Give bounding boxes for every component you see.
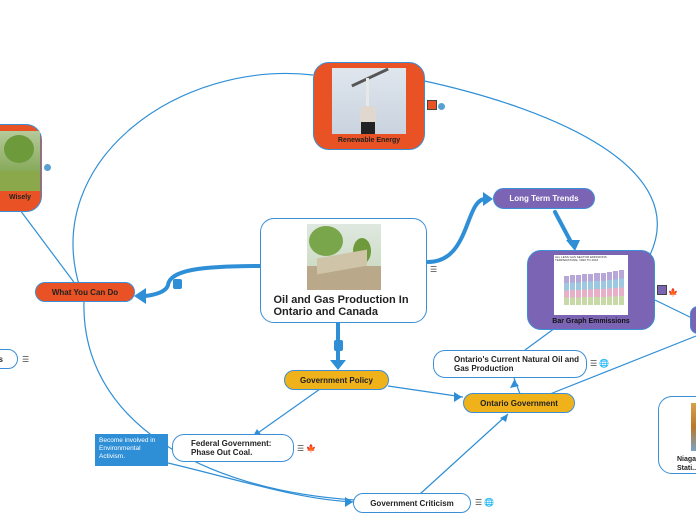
- link-wisely: [19, 209, 77, 286]
- what-you-can-do-label: What You Can Do: [51, 287, 119, 297]
- notes-icon[interactable]: ☰: [430, 265, 438, 274]
- niagara-label: Niaga... Stati...: [677, 456, 696, 472]
- link-bargraph-right: [654, 299, 696, 321]
- wisely-label: Wisely: [8, 194, 32, 201]
- globe-icon[interactable]: [44, 164, 51, 173]
- government-criticism-node[interactable]: Government Criticism: [353, 493, 471, 513]
- arrow-criticism-ontario: [500, 414, 508, 422]
- arrow-policy: [330, 360, 346, 370]
- link-renewable-whatyoucando: [72, 73, 314, 289]
- right-cutoff-purple-node[interactable]: [690, 306, 696, 334]
- nature-photo: [0, 131, 40, 191]
- link-policy-federal: [254, 388, 321, 436]
- field-photo: [306, 224, 381, 290]
- notes-icon[interactable]: ☰ 🌐: [590, 359, 610, 368]
- notes-icon[interactable]: ☰ 🍁: [297, 444, 317, 453]
- arrow-current: [510, 380, 519, 388]
- link-ontario-right: [549, 335, 696, 395]
- globe-icon: [438, 103, 445, 110]
- handle-policy: [334, 340, 343, 351]
- notes-icon[interactable]: 🍁: [657, 285, 678, 297]
- ontario-government-label: Ontario Government: [480, 398, 558, 408]
- bar-graph-emissions-node[interactable]: ALL LESS GAS SECTOR EMISSIONS TEMPERATUR…: [527, 250, 655, 330]
- link-policy-ontario: [387, 385, 464, 398]
- federal-government-label: Federal Government: Phase Out Coal.: [191, 439, 272, 457]
- renewable-energy-node[interactable]: Renewable Energy: [313, 62, 425, 150]
- note-text: Become involved in Environmental Activis…: [99, 437, 156, 460]
- niagara-node[interactable]: Niaga... Stati...: [658, 396, 696, 474]
- handle-whatyoucando: [173, 279, 182, 289]
- arrow-ontario: [454, 392, 462, 402]
- link-whatyoucando-criticism: [83, 299, 356, 501]
- bar-graph-label: Bar Graph Emmissions: [552, 318, 630, 325]
- ontario-current-production-node[interactable]: Ontario's Current Natural Oil and Gas Pr…: [433, 350, 587, 378]
- federal-government-node[interactable]: Federal Government: Phase Out Coal.: [172, 434, 294, 462]
- central-topic-node[interactable]: Oil and Gas Production In Ontario and Ca…: [260, 218, 427, 323]
- wisely-node[interactable]: Wisely: [0, 124, 42, 212]
- left-cutoff-label: s: [0, 354, 3, 364]
- government-policy-node[interactable]: Government Policy: [284, 370, 389, 390]
- link-renewable-bargraph: [419, 79, 658, 256]
- arrow-trends: [483, 192, 493, 206]
- ontario-government-node[interactable]: Ontario Government: [463, 393, 575, 413]
- link-current-bargraph: [524, 327, 556, 351]
- central-topic-title: Oil and Gas Production In Ontario and Ca…: [273, 294, 409, 318]
- niagara-photo: [691, 403, 696, 451]
- link-criticism-ontario: [419, 413, 509, 495]
- what-you-can-do-node[interactable]: What You Can Do: [35, 282, 135, 302]
- left-cutoff-node[interactable]: s: [0, 349, 18, 369]
- long-term-trends-node[interactable]: Long Term Trends: [493, 188, 595, 209]
- canada-flag-icon: 🍁: [306, 444, 317, 453]
- environmental-activism-note[interactable]: Become involved in Environmental Activis…: [95, 434, 168, 466]
- link-note-criticism: [167, 462, 356, 503]
- thick-link-trends: [426, 197, 487, 264]
- renewable-energy-label: Renewable Energy: [337, 137, 401, 144]
- arrow-bargraph: [566, 240, 580, 251]
- chart-thumb-title: ALL LESS GAS SECTOR EMISSIONS TEMPERATUR…: [555, 255, 607, 262]
- notes-icon[interactable]: ☰: [22, 355, 30, 364]
- wind-turbine-photo: [332, 68, 406, 134]
- government-criticism-label: Government Criticism: [370, 498, 454, 508]
- arrow-whatyoucando: [134, 288, 146, 304]
- emissions-chart-thumbnail: ALL LESS GAS SECTOR EMISSIONS TEMPERATUR…: [554, 255, 628, 315]
- notes-icon[interactable]: [427, 100, 445, 112]
- notes-icon[interactable]: ☰ 🌐: [475, 498, 495, 507]
- globe-icon: 🌐: [484, 498, 495, 507]
- long-term-trends-label: Long Term Trends: [509, 194, 579, 203]
- government-policy-label: Government Policy: [300, 375, 373, 385]
- thick-link-bargraph: [553, 210, 574, 246]
- globe-icon: 🌐: [599, 359, 610, 368]
- canada-flag-icon: 🍁: [668, 288, 678, 297]
- arrow-criticism: [345, 497, 353, 507]
- thick-link-whatyoucando: [140, 264, 264, 298]
- ontario-current-label: Ontario's Current Natural Oil and Gas Pr…: [454, 355, 580, 373]
